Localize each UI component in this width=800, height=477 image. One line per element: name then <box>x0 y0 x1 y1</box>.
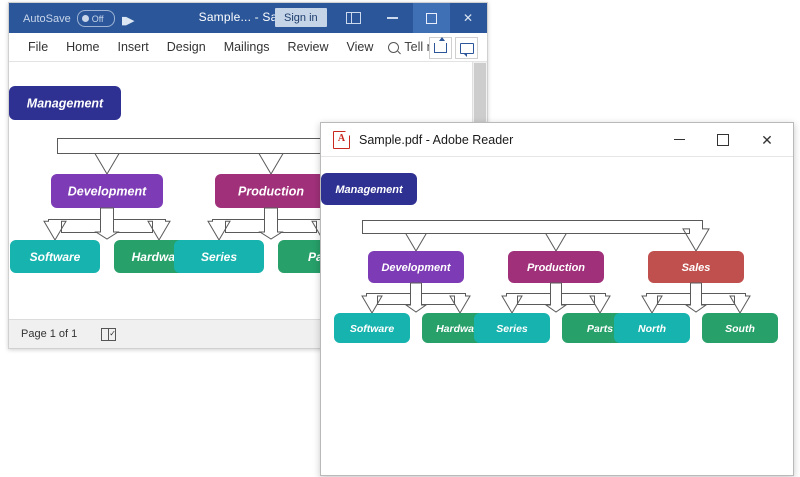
autosave-toggle[interactable]: AutoSave Off <box>23 10 115 27</box>
chart-node: Production <box>215 174 327 208</box>
close-icon[interactable]: ✕ <box>761 131 773 148</box>
ribbon-display-options-icon[interactable] <box>336 3 370 33</box>
chart-node: Production <box>508 251 604 283</box>
vertical-scrollbar-thumb[interactable] <box>474 63 486 133</box>
menu-item-review[interactable]: Review <box>287 40 329 54</box>
menu-item-view[interactable]: View <box>346 40 374 54</box>
menu-item-mailings[interactable]: Mailings <box>223 40 270 54</box>
minimize-icon[interactable] <box>375 3 409 33</box>
svg-text:Hardware: Hardware <box>132 250 187 264</box>
maximize-icon[interactable] <box>701 123 745 156</box>
chart-node: Series <box>474 313 550 343</box>
menu-item-home[interactable]: Home <box>66 40 100 54</box>
search-icon <box>388 41 400 53</box>
chart-node: South <box>702 313 778 343</box>
svg-text:Series: Series <box>496 323 528 335</box>
adobe-pdf-icon: A <box>333 130 350 149</box>
sign-in-button[interactable]: Sign in <box>275 8 327 27</box>
autosave-label: AutoSave <box>23 12 71 25</box>
svg-text:Software: Software <box>350 323 395 335</box>
autosave-state: Off <box>91 13 104 24</box>
chart-node: North <box>614 313 690 343</box>
autosave-switch-knob <box>81 15 89 22</box>
chart-node: Sales <box>648 251 744 283</box>
svg-text:Development: Development <box>381 262 451 274</box>
comment-icon[interactable] <box>455 37 478 59</box>
chart-node: Management <box>9 86 121 120</box>
word-menu-bar[interactable]: File Home Insert Design Mailings Review … <box>9 33 487 62</box>
chart-node: Development <box>51 174 163 208</box>
word-document-title: Sample... - Saved <box>198 10 298 24</box>
svg-text:Management: Management <box>27 97 104 111</box>
svg-text:Sales: Sales <box>682 262 711 274</box>
svg-text:Parts: Parts <box>587 323 613 335</box>
pdf-title-bar[interactable]: A Sample.pdf - Adobe Reader ✕ <box>321 123 793 157</box>
chart-node: Development <box>368 251 464 283</box>
chart-node: Series <box>174 240 264 273</box>
svg-text:Series: Series <box>201 250 237 264</box>
chart-node: Management <box>321 173 417 205</box>
svg-text:Management: Management <box>335 184 404 196</box>
share-icon[interactable] <box>429 37 452 59</box>
chart-node: Software <box>334 313 410 343</box>
svg-text:Development: Development <box>68 185 147 199</box>
svg-text:Production: Production <box>527 262 585 274</box>
menu-item-file[interactable]: File <box>28 40 49 54</box>
svg-text:North: North <box>638 323 666 335</box>
close-icon[interactable]: ✕ <box>462 11 474 25</box>
proofing-errors-icon[interactable]: ✓ <box>101 328 117 341</box>
pdf-window-title: Sample.pdf - Adobe Reader <box>359 132 514 147</box>
svg-text:Hardware: Hardware <box>436 323 484 335</box>
autosave-switch[interactable]: Off <box>76 10 115 27</box>
minimize-icon[interactable] <box>657 123 701 156</box>
quick-access-toolbar-icon[interactable]: ▮▶ <box>121 15 134 27</box>
adobe-reader-window[interactable]: A Sample.pdf - Adobe Reader ✕ Developmen… <box>320 122 794 476</box>
svg-text:South: South <box>725 323 755 335</box>
word-title-bar[interactable]: AutoSave Off ▮▶ Sample... - Saved Sign i… <box>9 3 487 33</box>
svg-text:Production: Production <box>238 185 304 199</box>
menu-item-insert[interactable]: Insert <box>117 40 149 54</box>
page-indicator: Page 1 of 1 <box>21 328 78 340</box>
svg-text:Software: Software <box>30 250 81 264</box>
menu-item-design[interactable]: Design <box>166 40 206 54</box>
maximize-icon[interactable] <box>413 3 450 33</box>
chart-node: Software <box>10 240 100 273</box>
